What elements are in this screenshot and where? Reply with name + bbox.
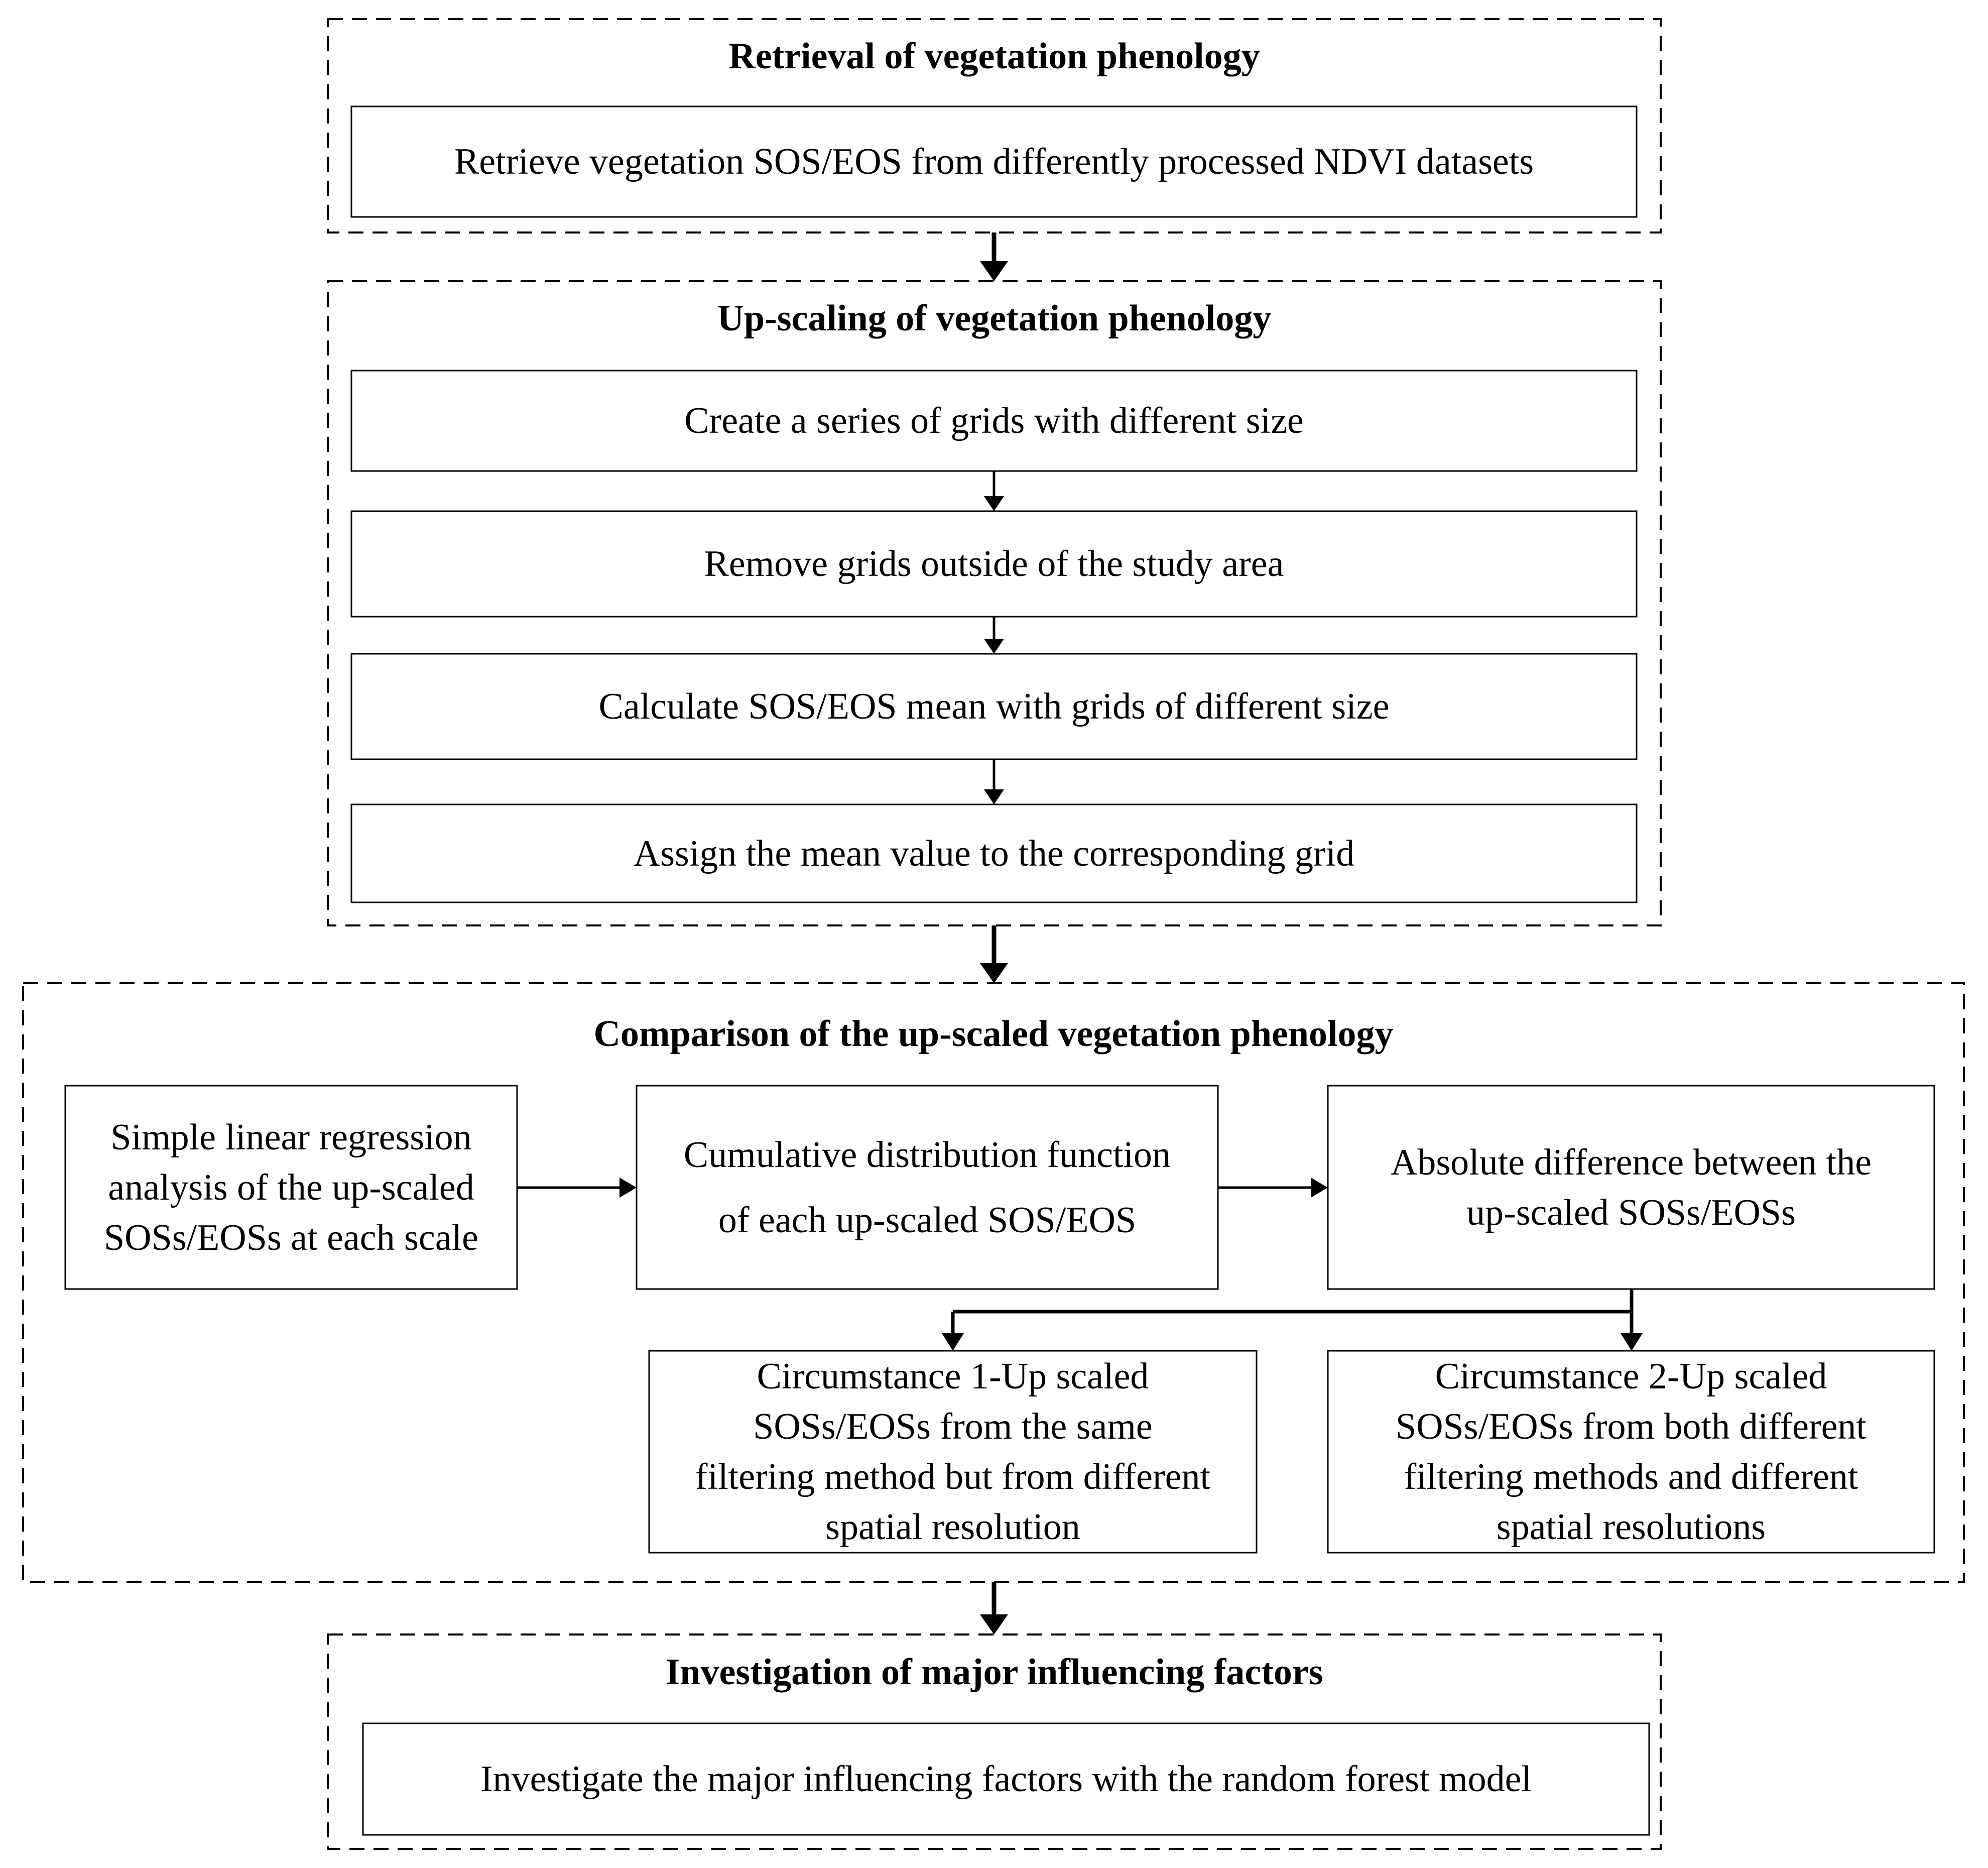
arrowhead-retrieval-to-upscaling — [980, 261, 1008, 281]
comparison-group-title: Comparison of the up-scaled vegetation p… — [593, 1013, 1394, 1055]
arrowhead-upscaling-to-comparison — [980, 963, 1008, 983]
retrieve-box-frame — [350, 105, 1638, 218]
circumstance-2-box: Circumstance 2-Up scaled SOSs/EOSs from … — [1328, 1351, 1934, 1553]
regression-line-3: SOSs/EOSs at each scale — [103, 1217, 479, 1258]
investigate-box: Investigate the major influencing factor… — [363, 1723, 1649, 1835]
circ2-line-4: spatial resolutions — [1496, 1506, 1766, 1548]
circ2-line-3: filtering methods and different — [1404, 1456, 1858, 1497]
arrowhead-step3-to-step4 — [984, 789, 1004, 804]
arrowhead-comparison-to-investigation — [980, 1614, 1008, 1635]
step-create-grids: Create a series of grids with different … — [351, 371, 1637, 471]
circ1-line-3: filtering method but from different — [695, 1456, 1211, 1497]
step-create-grids-text: Create a series of grids with different … — [684, 400, 1304, 441]
circumstance-1-box: Circumstance 1-Up scaled SOSs/EOSs from … — [649, 1351, 1257, 1553]
step-calculate-mean: Calculate SOS/EOS mean with grids of dif… — [351, 654, 1637, 759]
retrieve-box-text: Retrieve vegetation SOS/EOS from differe… — [454, 141, 1534, 182]
circ1-line-2: SOSs/EOSs from the same — [753, 1406, 1153, 1447]
investigation-group-title: Investigation of major influencing facto… — [665, 1652, 1323, 1693]
arrowhead-to-circ1 — [942, 1333, 964, 1351]
step-remove-grids: Remove grids outside of the study area — [351, 511, 1637, 617]
circ1-line-1: Circumstance 1-Up scaled — [757, 1356, 1149, 1397]
circ1-line-4: spatial resolution — [825, 1506, 1080, 1548]
arrowhead-step1-to-step2 — [984, 496, 1004, 511]
regression-line-2: analysis of the up-scaled — [108, 1166, 474, 1208]
retrieve-box: Retrieve vegetation SOS/EOS from differe… — [351, 106, 1637, 217]
upscaling-group-title: Up-scaling of vegetation phenology — [717, 298, 1272, 339]
cdf-line-2: of each up-scaled SOS/EOS — [718, 1199, 1137, 1241]
circ2-line-2: SOSs/EOSs from both different — [1395, 1406, 1867, 1447]
step-calculate-mean-text: Calculate SOS/EOS mean with grids of dif… — [598, 686, 1390, 727]
arrowhead-cdf-to-absdiff — [1311, 1178, 1328, 1198]
regression-line-1: Simple linear regression — [110, 1116, 472, 1158]
cdf-box: Cumulative distribution function of each… — [637, 1086, 1218, 1289]
cdf-line-1: Cumulative distribution function — [683, 1134, 1171, 1176]
investigate-box-frame — [362, 1722, 1650, 1836]
arrowhead-step2-to-step3 — [984, 639, 1004, 654]
retrieval-group-title: Retrieval of vegetation phenology — [728, 36, 1260, 77]
comparison-group-frame — [22, 982, 1965, 1583]
step-assign-mean-text: Assign the mean value to the correspondi… — [633, 833, 1355, 874]
step-remove-grids-text: Remove grids outside of the study area — [704, 543, 1284, 585]
absdiff-box: Absolute difference between the up-scale… — [1328, 1086, 1934, 1289]
circ2-box-frame — [1327, 1350, 1935, 1554]
step-assign-mean: Assign the mean value to the correspondi… — [351, 804, 1637, 902]
regression-box: Simple linear regression analysis of the… — [65, 1086, 517, 1289]
arrowhead-regression-to-cdf — [619, 1178, 637, 1198]
absdiff-line-1: Absolute difference between the — [1390, 1141, 1872, 1183]
investigate-box-text: Investigate the major influencing factor… — [480, 1759, 1532, 1800]
arrowhead-to-circ2 — [1621, 1333, 1643, 1351]
circ2-line-1: Circumstance 2-Up scaled — [1435, 1356, 1827, 1397]
absdiff-line-2: up-scaled SOSs/EOSs — [1466, 1192, 1796, 1233]
